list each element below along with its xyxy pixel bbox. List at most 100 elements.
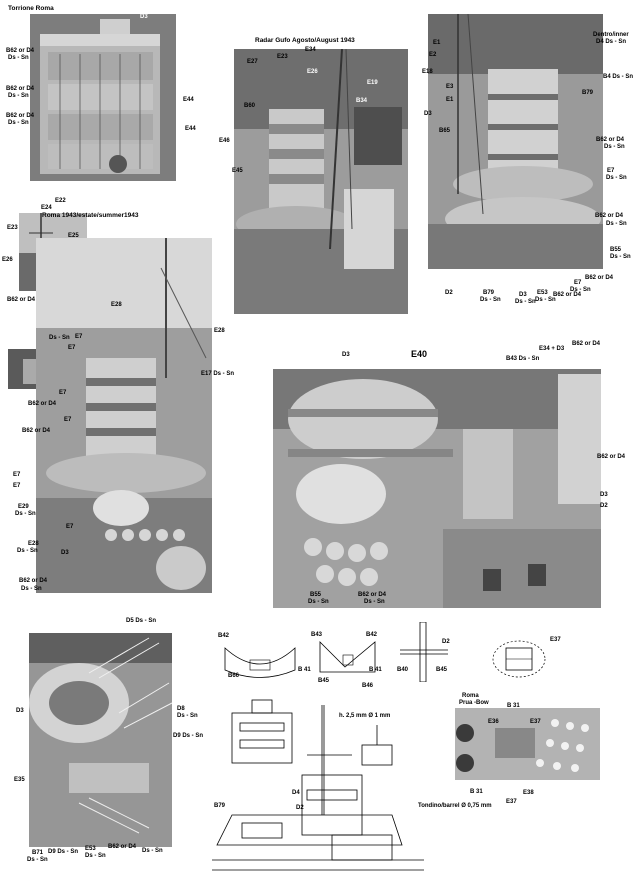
label-e7: E7: [66, 524, 74, 530]
label-e22: E22: [55, 198, 66, 204]
label-d3: D3: [16, 708, 24, 714]
label-ds-sn: Ds - Sn: [177, 713, 198, 719]
label-ds-sn: Ds - Sn: [8, 120, 29, 126]
label-dentro: Dentro/inner: [593, 32, 629, 38]
label-b62-d4: B62 or D4: [595, 213, 624, 219]
label-b55: B55: [610, 247, 622, 253]
label-b62-d4: B62 or D4: [7, 297, 36, 303]
label-e7: E7: [59, 390, 67, 396]
label-ds-sn: Ds - Sn: [535, 297, 556, 303]
photo-tower-middle: [36, 238, 212, 593]
label-e38: E38: [523, 790, 534, 796]
label-e23: E23: [7, 225, 18, 231]
label-e36: E36: [488, 719, 499, 725]
label-e26: E26: [307, 69, 318, 75]
label-ds-sn: Ds - Sn: [604, 144, 625, 150]
label-b42: B42: [218, 633, 230, 639]
panel2-title: Radar Gufo Agosto/August 1943: [255, 37, 355, 44]
label-b62-d4: B62 or D4: [6, 48, 35, 54]
radar-photo-illustration: [234, 49, 408, 314]
label-ds-sn: Ds - Sn: [8, 55, 29, 61]
label-b62-d4: B62 or D4: [596, 137, 625, 143]
label-b79: B79: [582, 90, 594, 96]
photo-tower-right: [428, 14, 603, 269]
drawing-d2-b40: [400, 622, 448, 682]
label-d4: D4: [292, 790, 300, 796]
label-e28: E28: [111, 302, 122, 308]
label-b43: B43 Ds - Sn: [506, 356, 540, 362]
label-note: h. 2,5 mm Ø 1 mm: [339, 713, 391, 719]
label-b46: B46: [362, 683, 374, 689]
label-b66: B66: [228, 673, 240, 679]
label-b41: B 41: [298, 667, 311, 673]
label-e28: E28: [28, 541, 39, 547]
label-roma: Roma: [462, 693, 479, 699]
label-b31: B 31: [470, 789, 483, 795]
label-d8: D8: [177, 706, 185, 712]
label-e29: E29: [18, 504, 29, 510]
label-e44: E44: [183, 97, 194, 103]
label-e3: E3: [446, 84, 454, 90]
label-ds-sn: Ds - Sn: [606, 221, 627, 227]
panel4-title: Roma 1943/estate/summer1943: [42, 212, 139, 219]
label-d3: D3: [424, 111, 432, 117]
label-d2: D2: [296, 805, 304, 811]
label-e7: E7: [75, 334, 83, 340]
drawing-e37: [492, 640, 546, 678]
photo-radar-gufo: [234, 49, 408, 314]
label-ds-sn: Ds - Sn: [8, 93, 29, 99]
label-ds-sn: Ds - Sn: [142, 848, 163, 854]
label-e7: E7: [68, 345, 76, 351]
label-e7: E7: [13, 472, 21, 478]
label-ds-sn: Ds - Sn: [49, 335, 70, 341]
label-ds-sn: Ds - Sn: [364, 599, 385, 605]
label-ds-sn: Ds - Sn: [515, 299, 536, 305]
label-dentro-sub: D4 Ds - Sn: [596, 39, 627, 45]
tower-right-illustration: [428, 14, 603, 269]
label-e7: E7: [574, 280, 582, 286]
label-b62-d4: B62 or D4: [572, 341, 601, 347]
tower-photo-illustration: [30, 14, 176, 181]
label-d3: D3: [342, 352, 350, 358]
label-e37: E37: [530, 719, 541, 725]
label-e34-d3: E34 + D3: [539, 346, 565, 352]
label-e45: E45: [232, 168, 243, 174]
label-e7: E7: [607, 168, 615, 174]
label-ds-sn: Ds - Sn: [17, 548, 38, 554]
label-b60: B60: [244, 103, 256, 109]
tower-middle-illustration: [36, 238, 212, 593]
label-d2: D2: [445, 290, 453, 296]
label-b62-d4: B62 or D4: [585, 275, 614, 281]
label-e37: E37: [550, 637, 561, 643]
label-e35: E35: [14, 777, 25, 783]
label-b62-d4: B62 or D4: [553, 292, 582, 298]
label-e1: E1: [446, 97, 454, 103]
bow-illustration: [455, 708, 600, 780]
label-ds-sn: Ds - Sn: [27, 857, 48, 863]
label-e7: E7: [64, 417, 72, 423]
photo-torrione-roma: [30, 14, 176, 181]
label-e18: E18: [422, 69, 433, 75]
label-b62-d4: B62 or D4: [358, 592, 387, 598]
label-e40: E40: [411, 349, 428, 359]
photo-stairs: [29, 633, 172, 847]
label-prua: Prua -Bow: [459, 700, 489, 706]
label-b62-d4: B62 or D4: [28, 401, 57, 407]
label-e28: E28: [214, 328, 225, 334]
label-b71: B71: [32, 850, 44, 856]
label-d9: D9 Ds - Sn: [48, 849, 79, 855]
label-e37: E37: [506, 799, 517, 805]
label-b79: B79: [214, 803, 226, 809]
label-b62-d4: B62 or D4: [6, 113, 35, 119]
label-tondino: Tondino/barrel Ø 0,75 mm: [418, 803, 492, 809]
label-ds-sn: Ds - Sn: [85, 853, 106, 859]
label-b45: B45: [436, 667, 448, 673]
label-ds-sn: Ds - Sn: [15, 511, 36, 517]
label-b62-d4: B62 or D4: [185, 60, 214, 66]
label-e2: E2: [429, 52, 437, 58]
label-b62-d4: B62 or D4: [108, 844, 137, 850]
label-ds-sn: Ds - Sn: [610, 254, 631, 260]
label-b40: B40: [397, 667, 409, 673]
label-b4: B4 Ds - Sn: [603, 74, 634, 80]
label-b62-d4: B62 or D4: [597, 454, 626, 460]
